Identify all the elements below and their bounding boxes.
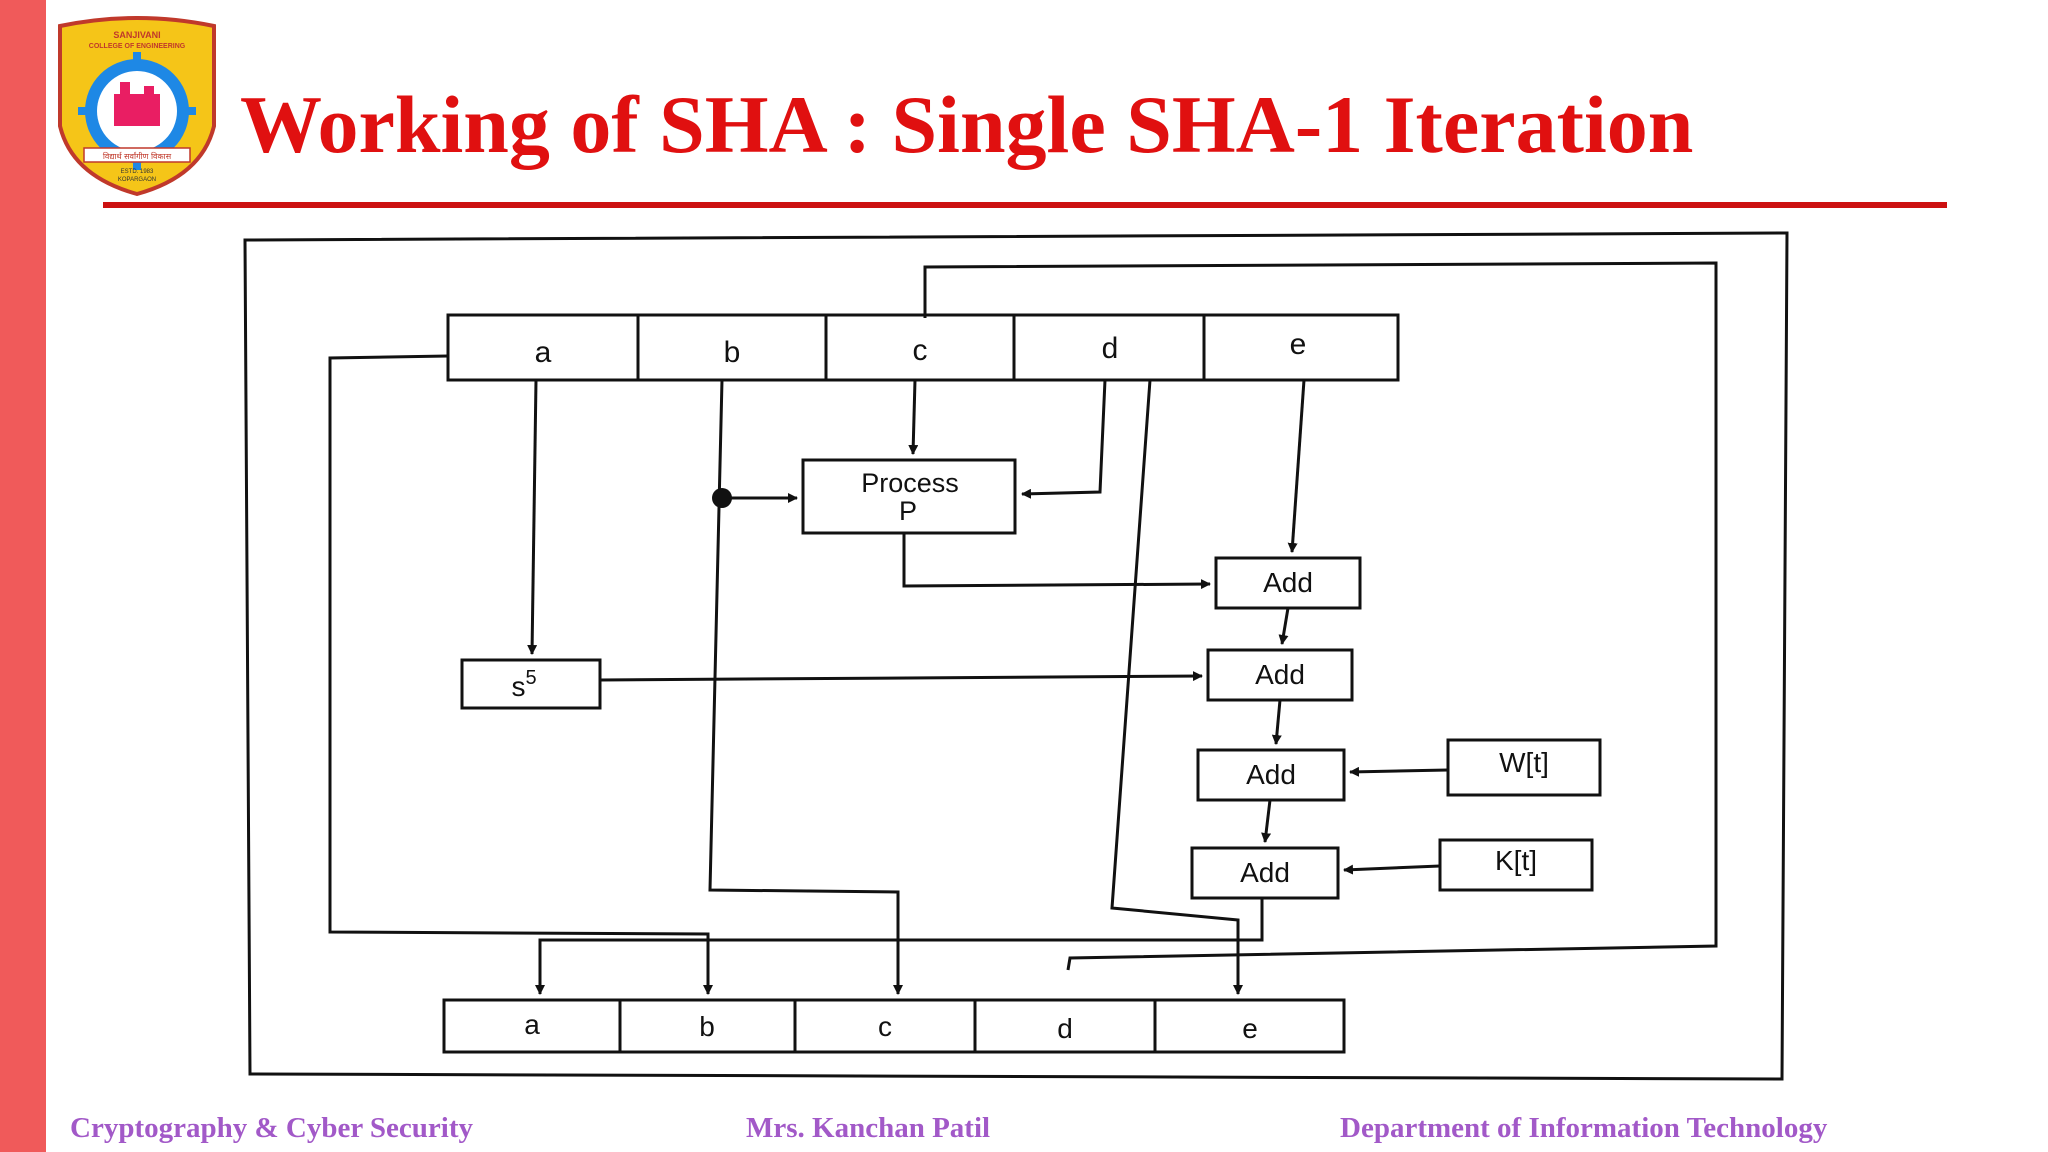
- add-label-2: Add: [1255, 659, 1305, 690]
- left-accent-bar: [0, 0, 46, 1152]
- title-divider: [103, 202, 1947, 208]
- add-label-4: Add: [1240, 857, 1290, 888]
- wt-box: [1446, 738, 1602, 797]
- shift-s5-box: [460, 658, 602, 710]
- bottom-register-a: a: [524, 1009, 540, 1040]
- footer-author: Mrs. Kanchan Patil: [746, 1112, 991, 1144]
- kt-label: K[t]: [1495, 845, 1537, 876]
- svg-text:ESTD. 1983: ESTD. 1983: [121, 169, 154, 175]
- top-register-row: [446, 313, 1400, 382]
- footer-course: Cryptography & Cyber Security: [70, 1112, 474, 1144]
- footer-department: Department of Information Technology: [1340, 1112, 1828, 1144]
- svg-text:SANJIVANI: SANJIVANI: [113, 30, 160, 40]
- add-box-3: [1196, 748, 1346, 802]
- svg-text:KOPARGAON: KOPARGAON: [118, 177, 156, 183]
- top-register-e: e: [1290, 328, 1307, 361]
- slide-title: Working of SHA : Single SHA-1 Iteration: [240, 79, 1694, 170]
- svg-text:विद्यार्थ सर्वांगीण विकास: विद्यार्थ सर्वांगीण विकास: [103, 151, 172, 161]
- top-register-b: b: [724, 336, 741, 369]
- process-p-box: [801, 458, 1017, 535]
- feedback-loop: [923, 261, 1718, 971]
- bottom-register-d: d: [1057, 1013, 1073, 1044]
- bottom-register-e: e: [1242, 1013, 1258, 1044]
- process-p-label: P: [899, 496, 917, 526]
- bottom-register-c: c: [878, 1011, 892, 1042]
- add-box-4: [1190, 846, 1340, 900]
- process-label: Process: [861, 468, 959, 498]
- wt-label: W[t]: [1499, 747, 1549, 778]
- add-label-1: Add: [1263, 567, 1313, 598]
- kt-box: [1438, 838, 1594, 892]
- top-register-a: a: [535, 336, 552, 369]
- junction-dot: [712, 488, 732, 508]
- outer-frame: [243, 231, 1789, 1081]
- shift-label: s5: [511, 667, 536, 702]
- bottom-register-row: [442, 998, 1346, 1054]
- top-register-d: d: [1102, 332, 1119, 365]
- add-label-3: Add: [1246, 759, 1296, 790]
- svg-text:COLLEGE OF ENGINEERING: COLLEGE OF ENGINEERING: [89, 43, 186, 50]
- bottom-register-b: b: [699, 1011, 715, 1042]
- college-logo: SANJIVANI COLLEGE OF ENGINEERING विद्यार…: [58, 16, 216, 196]
- top-register-c: c: [913, 334, 928, 367]
